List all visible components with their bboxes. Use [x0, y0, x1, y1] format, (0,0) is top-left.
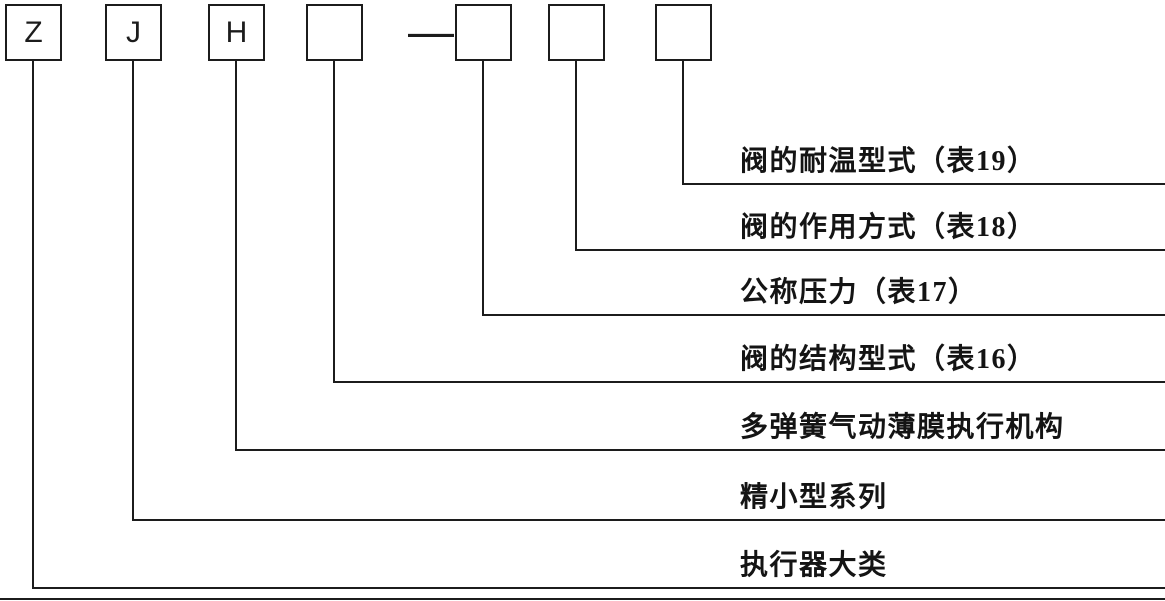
code-box-j: J [105, 4, 162, 61]
connector-hline-series [132, 519, 1165, 521]
callout-valve-structure-type-label: 阀的结构型式（表16） [740, 344, 1037, 375]
code-box-h-value: H [225, 15, 248, 49]
code-box-z-value: Z [24, 15, 43, 49]
connector-hline-pressure [482, 314, 1165, 316]
connector-vline-action [575, 59, 577, 251]
code-box-h: H [208, 4, 265, 61]
callout-actuator-mechanism-label: 多弹簧气动薄膜执行机构 [740, 412, 1065, 443]
callout-valve-action-mode-label: 阀的作用方式（表18） [740, 212, 1037, 243]
code-box-z: Z [5, 4, 62, 61]
dash-separator: — [403, 2, 459, 59]
code-box-action [548, 4, 605, 61]
connector-vline-structure [333, 59, 335, 383]
connector-vline-category [32, 59, 34, 589]
dash-separator-glyph: — [408, 4, 454, 57]
connector-vline-temperature [682, 59, 684, 185]
connector-vline-pressure [482, 59, 484, 316]
connector-hline-action [575, 249, 1165, 251]
callout-actuator-category-label: 执行器大类 [740, 550, 888, 581]
code-box-j-value: J [126, 15, 141, 49]
connector-hline-temperature [682, 183, 1165, 185]
bottom-border-line [0, 598, 1165, 600]
callout-series-label: 精小型系列 [740, 482, 888, 513]
connector-vline-actuator [235, 59, 237, 451]
callout-nominal-pressure-label: 公称压力（表17） [740, 277, 978, 308]
code-box-structure [306, 4, 363, 61]
connector-vline-series [132, 59, 134, 521]
connector-hline-structure [333, 381, 1165, 383]
code-box-temperature [655, 4, 712, 61]
callout-valve-temperature-type-label: 阀的耐温型式（表19） [740, 146, 1037, 177]
code-box-pressure [455, 4, 512, 61]
connector-hline-category [32, 587, 1165, 589]
connector-hline-actuator [235, 449, 1165, 451]
